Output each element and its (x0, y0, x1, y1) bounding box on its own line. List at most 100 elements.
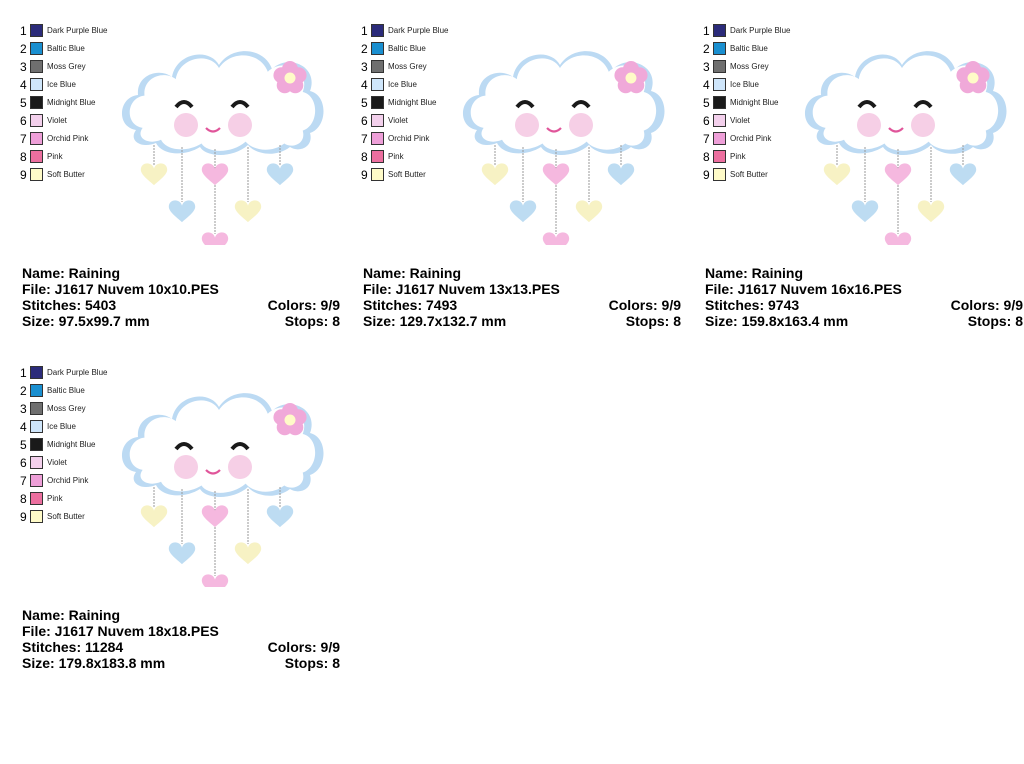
heart-icon (851, 200, 879, 223)
color-number: 7 (703, 132, 710, 146)
color-name: Baltic Blue (47, 386, 85, 395)
design-name: Name: Raining (22, 265, 121, 281)
heart-icon (140, 505, 168, 528)
legend-row: 7 Orchid Pink (20, 472, 130, 490)
color-name: Dark Purple Blue (730, 26, 791, 35)
stitch-count: Stitches: 11284 (22, 639, 124, 655)
left-eye (515, 100, 535, 109)
color-number: 4 (703, 78, 710, 92)
color-name: Ice Blue (47, 422, 76, 431)
color-swatch (371, 132, 384, 145)
raining-cloud-artwork (804, 51, 1007, 245)
heart-icon (884, 232, 912, 245)
raining-cloud-artwork (462, 51, 665, 245)
color-number: 9 (20, 168, 27, 182)
heart-icon (542, 163, 570, 186)
color-number: 5 (20, 438, 27, 452)
flower-center (967, 72, 979, 84)
right-eye (913, 100, 933, 109)
color-swatch (30, 96, 43, 109)
stitch-count: Stitches: 9743 (705, 297, 800, 313)
stop-count: Stops: 8 (284, 313, 340, 329)
color-name: Baltic Blue (730, 44, 768, 53)
color-swatch (713, 132, 726, 145)
smile-mouth (888, 127, 904, 133)
left-cheek (174, 455, 198, 479)
color-swatch (30, 132, 43, 145)
color-name: Violet (388, 116, 408, 125)
color-name: Baltic Blue (47, 44, 85, 53)
right-cheek (228, 455, 252, 479)
color-number: 8 (20, 492, 27, 506)
legend-row: 4 Ice Blue (703, 76, 813, 94)
left-cheek (515, 113, 539, 137)
heart-icon (949, 163, 977, 186)
color-name: Moss Grey (47, 404, 86, 413)
color-name: Baltic Blue (388, 44, 426, 53)
color-name: Ice Blue (730, 80, 759, 89)
color-name: Violet (47, 116, 67, 125)
heart-icon (917, 200, 945, 223)
color-swatch (371, 78, 384, 91)
color-name: Dark Purple Blue (47, 26, 108, 35)
heart-icon (266, 163, 294, 186)
flower-center (284, 72, 296, 84)
design-name: Name: Raining (705, 265, 804, 281)
heart-icon (266, 505, 294, 528)
color-swatch (713, 114, 726, 127)
right-cheek (228, 113, 252, 137)
color-name: Orchid Pink (730, 134, 772, 143)
color-count: Colors: 9/9 (608, 297, 681, 313)
color-number: 7 (20, 474, 27, 488)
left-eye (174, 442, 194, 451)
color-name: Midnight Blue (388, 98, 437, 107)
color-name: Orchid Pink (47, 476, 89, 485)
flower-icon (956, 61, 990, 94)
design-name: Name: Raining (22, 607, 121, 623)
heart-icon (234, 542, 262, 565)
color-name: Soft Butter (47, 512, 85, 521)
color-number: 3 (20, 60, 27, 74)
color-number: 1 (20, 24, 27, 38)
stitch-count: Stitches: 5403 (22, 297, 117, 313)
design-file: File: J1617 Nuvem 18x18.PES (22, 623, 219, 639)
color-swatch (30, 402, 43, 415)
color-number: 6 (703, 114, 710, 128)
color-name: Moss Grey (47, 62, 86, 71)
color-name: Orchid Pink (388, 134, 430, 143)
color-number: 9 (20, 510, 27, 524)
stop-count: Stops: 8 (284, 655, 340, 671)
color-number: 4 (20, 420, 27, 434)
color-number: 8 (20, 150, 27, 164)
color-swatch (30, 456, 43, 469)
flower-icon (273, 61, 307, 94)
color-name: Ice Blue (47, 80, 76, 89)
color-name: Soft Butter (47, 170, 85, 179)
info-line: File: J1617 Nuvem 13x13.PES (363, 281, 681, 297)
color-swatch (371, 42, 384, 55)
flower-icon (273, 403, 307, 436)
color-swatch (371, 114, 384, 127)
info-line: Name: Raining (363, 265, 681, 281)
